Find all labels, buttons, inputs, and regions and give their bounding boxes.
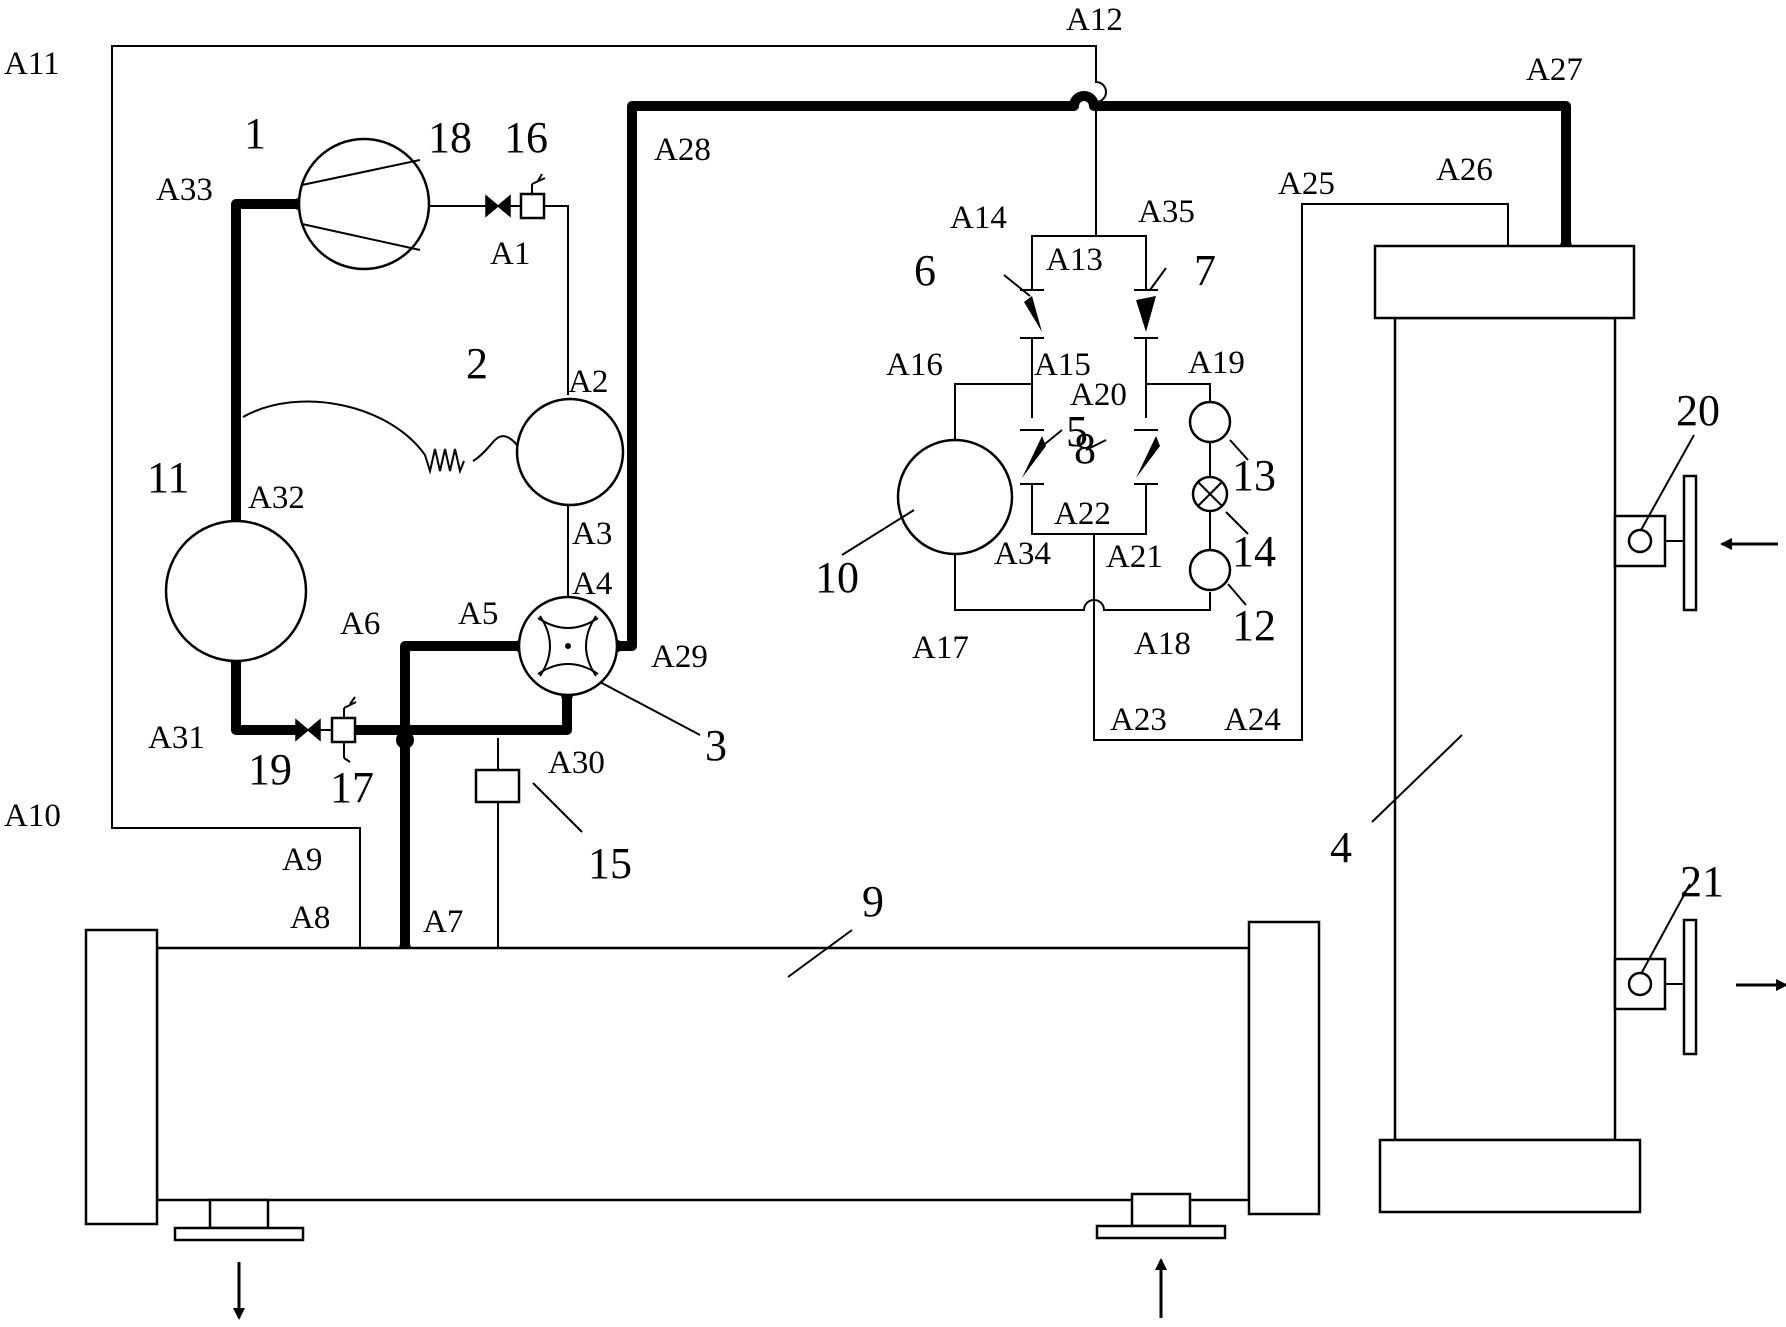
label-A32: A32: [248, 480, 305, 516]
number-1: 1: [244, 109, 266, 158]
sensor-16-icon: [519, 173, 546, 220]
compressor-2-icon: [515, 397, 625, 507]
label-A31: A31: [148, 720, 205, 756]
number-6: 6: [914, 246, 936, 295]
label-A24: A24: [1224, 702, 1281, 738]
label-A29: A29: [651, 639, 708, 675]
number-9: 9: [862, 877, 884, 926]
heat-exchanger-4-icon: [1373, 244, 1698, 1214]
label-A20: A20: [1070, 377, 1127, 413]
label-A26: A26: [1436, 152, 1493, 188]
flow-arrows: [233, 538, 1786, 1320]
number-14: 14: [1232, 527, 1276, 576]
label-A22: A22: [1054, 496, 1111, 532]
label-A16: A16: [886, 347, 943, 383]
label-A28: A28: [654, 132, 711, 168]
filter-13-icon: [1188, 400, 1232, 444]
label-A7: A7: [423, 904, 463, 940]
check-valve-8-icon: [1134, 429, 1160, 485]
unit-10-icon: [896, 438, 1014, 556]
label-A30: A30: [548, 745, 605, 781]
number-13: 13: [1232, 451, 1276, 500]
label-A17: A17: [912, 630, 969, 666]
label-A2: A2: [568, 364, 608, 400]
valve-19-icon: [295, 718, 332, 742]
label-A15: A15: [1034, 347, 1091, 383]
number-17: 17: [330, 763, 374, 812]
number-7: 7: [1194, 246, 1216, 295]
label-A5: A5: [458, 596, 498, 632]
label-A21: A21: [1106, 539, 1163, 575]
label-A27: A27: [1526, 52, 1583, 88]
label-A8: A8: [290, 900, 330, 936]
sensor-17-icon: [330, 696, 357, 763]
expansion-valve-14-icon: [1191, 475, 1229, 513]
number-8: 8: [1074, 424, 1096, 473]
check-valve-7-icon: [1134, 289, 1158, 339]
label-A34: A34: [994, 536, 1051, 572]
label-A33: A33: [156, 172, 213, 208]
number-18: 18: [428, 113, 472, 162]
number-10: 10: [815, 553, 859, 602]
number-2: 2: [466, 339, 488, 388]
number-5: 5: [1066, 407, 1088, 456]
valve-18-icon: [485, 194, 521, 218]
label-A10: A10: [4, 798, 61, 834]
sight-glass-12-icon: [1188, 548, 1232, 592]
thick-piping: [230, 91, 1572, 954]
label-A9: A9: [282, 842, 322, 878]
receiver-11-icon: [164, 519, 308, 663]
label-A11: A11: [4, 46, 60, 82]
node-labels: A1 A2 A3 A4 A5 A6 A7 A8 A9 A10 A11 A12 A…: [4, 2, 1583, 940]
check-valve-5-icon: [1020, 429, 1046, 485]
sensor-15-icon: [474, 768, 521, 804]
number-21: 21: [1680, 857, 1724, 906]
number-11: 11: [147, 453, 189, 502]
label-A18: A18: [1134, 626, 1191, 662]
heat-exchanger-9-icon: [84, 920, 1321, 1242]
number-20: 20: [1676, 386, 1720, 435]
label-A23: A23: [1110, 702, 1167, 738]
label-A25: A25: [1278, 166, 1335, 202]
number-15: 15: [588, 839, 632, 888]
label-A3: A3: [572, 516, 612, 552]
number-19: 19: [248, 745, 292, 794]
label-A6: A6: [340, 606, 380, 642]
label-A4: A4: [572, 566, 612, 602]
label-A1: A1: [490, 236, 530, 272]
number-12: 12: [1232, 601, 1276, 650]
label-A13: A13: [1046, 242, 1103, 278]
component-numbers: 1 2 3 4 5 6 7 8 9 10 11 12 13 14 15 16 1…: [147, 109, 1724, 926]
number-4: 4: [1330, 823, 1352, 872]
label-A19: A19: [1188, 345, 1245, 381]
number-16: 16: [504, 113, 548, 162]
compressor-1-icon: [297, 137, 486, 271]
number-3: 3: [705, 721, 727, 770]
leader-lines: [532, 267, 1695, 978]
four-way-valve-3-icon: [517, 595, 619, 697]
label-A35: A35: [1138, 194, 1195, 230]
label-A14: A14: [950, 200, 1007, 236]
check-valve-6-icon: [1020, 289, 1044, 339]
label-A12: A12: [1066, 2, 1123, 38]
